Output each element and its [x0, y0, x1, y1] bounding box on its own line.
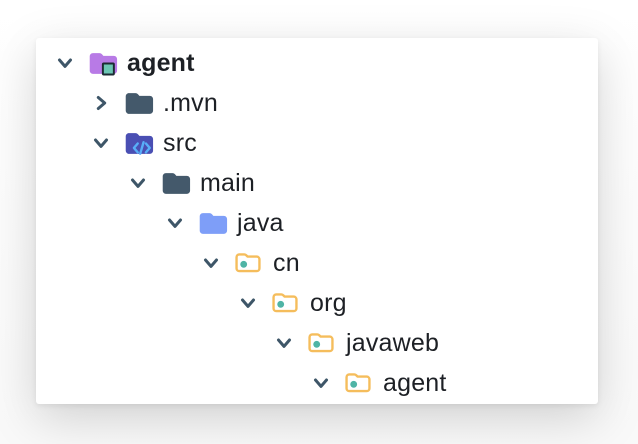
tree-row-agent[interactable]: agent [36, 363, 598, 403]
java-sources-folder-icon [199, 212, 228, 234]
chevron-down-icon[interactable] [275, 334, 293, 352]
chevron-down-icon[interactable] [312, 374, 330, 392]
tree-item-label: javaweb [346, 328, 440, 357]
chevron-down-icon[interactable] [129, 174, 147, 192]
tree-row-java[interactable]: java [36, 203, 598, 243]
tree-item-label: agent [127, 48, 195, 77]
project-tree-panel: agent .mvn src main [36, 38, 598, 404]
package-dot [277, 300, 285, 308]
tree-item-label: agent [383, 368, 447, 397]
tree-item-label: src [163, 128, 197, 157]
project-root-folder-icon [89, 52, 118, 75]
chevron-right-icon[interactable] [92, 94, 110, 112]
tree-row-javaweb[interactable]: javaweb [36, 323, 598, 363]
package-dot [350, 380, 358, 388]
chevron-down-icon[interactable] [166, 214, 184, 232]
folder-icon [162, 172, 191, 194]
tree-row-org[interactable]: org [36, 283, 598, 323]
tree-item-label: org [310, 288, 347, 317]
folder-icon [125, 92, 154, 114]
code-glyph [132, 140, 151, 155]
package-dot [313, 340, 321, 348]
package-folder-icon [345, 372, 371, 392]
package-folder-icon [308, 332, 334, 352]
tree-row-src[interactable]: src [36, 123, 598, 163]
package-dot [240, 260, 248, 268]
chevron-down-icon[interactable] [92, 134, 110, 152]
chevron-down-icon[interactable] [239, 294, 257, 312]
chevron-down-icon[interactable] [202, 254, 220, 272]
tree-item-label: cn [273, 248, 300, 277]
package-folder-icon [272, 292, 298, 312]
sources-folder-icon [125, 132, 154, 155]
tree-row-cn[interactable]: cn [36, 243, 598, 283]
tree-row-main[interactable]: main [36, 163, 598, 203]
tree-row-mvn[interactable]: .mvn [36, 83, 598, 123]
tree-item-label: .mvn [163, 88, 218, 117]
tree-item-label: main [200, 168, 255, 197]
chevron-down-icon[interactable] [56, 54, 74, 72]
tree-row-agent-root[interactable]: agent [36, 43, 598, 83]
root-badge [101, 62, 115, 75]
tree-item-label: java [237, 208, 284, 237]
package-folder-icon [235, 252, 261, 272]
